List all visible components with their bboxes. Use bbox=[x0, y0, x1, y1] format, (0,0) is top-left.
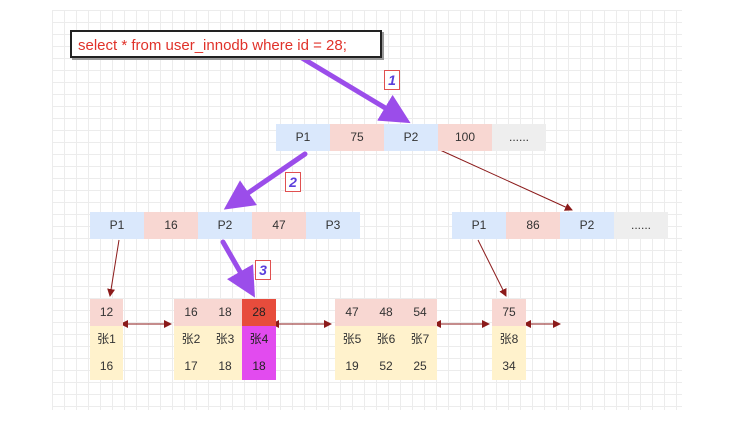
root-pointer-p1: P1 bbox=[276, 124, 330, 151]
leaf2-name-1: 张2 bbox=[174, 326, 208, 353]
left-node-key-47: 47 bbox=[252, 212, 306, 239]
arrow-root-to-right-node bbox=[439, 149, 573, 211]
step-2-label: 2 bbox=[285, 172, 301, 192]
leaf2-name-2: 张3 bbox=[208, 326, 242, 353]
leaf4-age: 34 bbox=[492, 353, 526, 380]
root-ellipsis: ...... bbox=[492, 124, 546, 151]
left-node-p2: P2 bbox=[198, 212, 252, 239]
leaf1-id: 12 bbox=[90, 299, 123, 326]
left-node-p3: P3 bbox=[306, 212, 360, 239]
leaf1-age: 16 bbox=[90, 353, 123, 380]
leaf3-age-2: 52 bbox=[369, 353, 403, 380]
right-node-p2: P2 bbox=[560, 212, 614, 239]
leaf1-name: 张1 bbox=[90, 326, 123, 353]
leaf3-age-3: 25 bbox=[403, 353, 437, 380]
arrow-p1-to-leaf1 bbox=[107, 239, 120, 297]
leaf2-id-16: 16 bbox=[174, 299, 208, 326]
leaf3-name-1: 张5 bbox=[335, 326, 369, 353]
leaf2-name-3-highlight: 张4 bbox=[242, 326, 276, 353]
leaf4-name: 张8 bbox=[492, 326, 526, 353]
leaf3-name-2: 张6 bbox=[369, 326, 403, 353]
search-path-step1 bbox=[299, 55, 411, 124]
leaf3-id-54: 54 bbox=[403, 299, 437, 326]
leaf2-id-18: 18 bbox=[208, 299, 242, 326]
search-path-step3 bbox=[220, 239, 255, 298]
leaf3-age-1: 19 bbox=[335, 353, 369, 380]
leaf2-age-3-highlight: 18 bbox=[242, 353, 276, 380]
right-node-ellipsis: ...... bbox=[614, 212, 668, 239]
arrow-right-p1-to-leaf4 bbox=[477, 239, 507, 297]
step-3-label: 3 bbox=[255, 260, 271, 280]
diagram-canvas bbox=[52, 10, 682, 410]
leaf4-id: 75 bbox=[492, 299, 526, 326]
right-node-p1: P1 bbox=[452, 212, 506, 239]
search-path-step2 bbox=[223, 151, 308, 210]
leaf2-age-2: 18 bbox=[208, 353, 242, 380]
root-key-100: 100 bbox=[438, 124, 492, 151]
leaf3-name-3: 张7 bbox=[403, 326, 437, 353]
left-node-p1: P1 bbox=[90, 212, 144, 239]
right-node-key-86: 86 bbox=[506, 212, 560, 239]
leaf2-id-28-highlight: 28 bbox=[242, 299, 276, 326]
step-1-label: 1 bbox=[384, 70, 400, 90]
root-pointer-p2: P2 bbox=[384, 124, 438, 151]
sql-query-box: select * from user_innodb where id = 28; bbox=[70, 30, 382, 58]
leaf3-id-47: 47 bbox=[335, 299, 369, 326]
leaf3-id-48: 48 bbox=[369, 299, 403, 326]
left-node-key-16: 16 bbox=[144, 212, 198, 239]
leaf2-age-1: 17 bbox=[174, 353, 208, 380]
root-key-75: 75 bbox=[330, 124, 384, 151]
